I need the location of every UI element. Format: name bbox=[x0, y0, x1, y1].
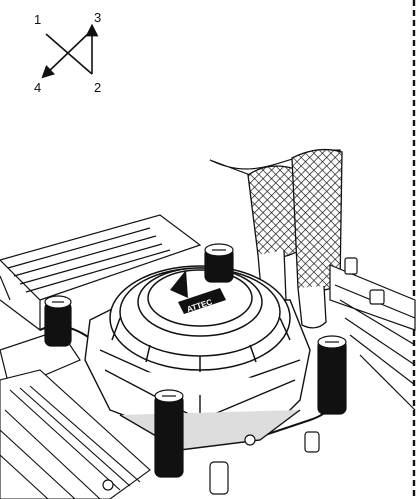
sequence-label-4: 4 bbox=[34, 80, 41, 95]
thumb-screw-1 bbox=[44, 295, 72, 347]
memory-slots bbox=[329, 257, 416, 411]
sequence-line-1-to-2 bbox=[45, 33, 93, 75]
tube-fitting-right bbox=[297, 285, 327, 329]
thumb-screw-2 bbox=[154, 389, 184, 478]
thumb-screw-3 bbox=[204, 243, 234, 283]
sequence-label-2: 2 bbox=[94, 80, 101, 95]
pump-cap bbox=[109, 265, 291, 372]
board-standoffs bbox=[102, 431, 320, 495]
sequence-label-3: 3 bbox=[94, 10, 101, 25]
screw-sequence-diagram: 1 3 4 2 bbox=[34, 10, 101, 95]
tube-sleeve-left bbox=[247, 165, 301, 259]
thumb-screw-4 bbox=[317, 335, 347, 415]
chipset-heatsink bbox=[0, 369, 151, 499]
sequence-arrow-3-to-4 bbox=[41, 29, 93, 79]
sequence-label-1: 1 bbox=[34, 12, 41, 27]
